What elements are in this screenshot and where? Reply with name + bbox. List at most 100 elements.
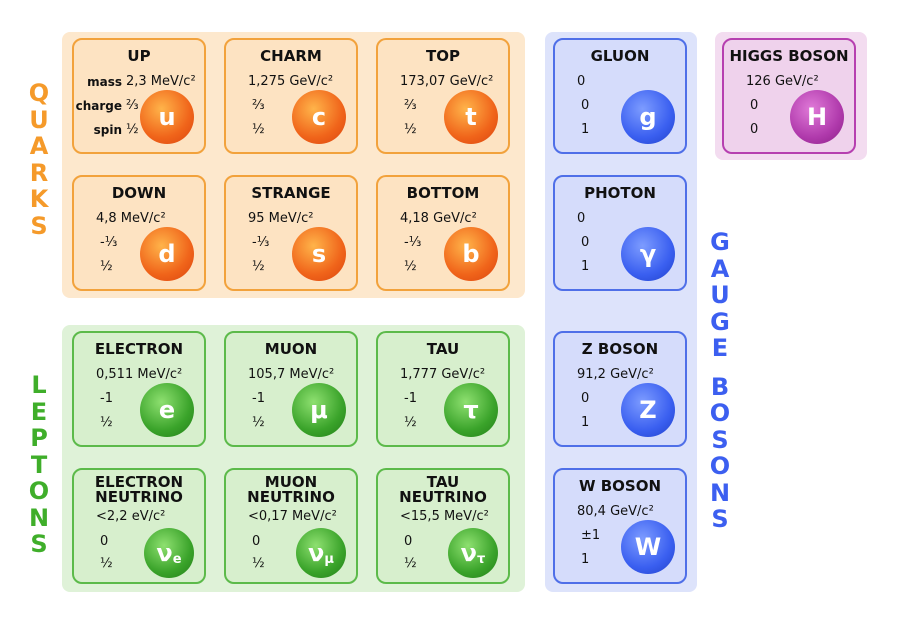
particle-name: TOP [426,47,460,65]
particle-symbol-icon: μ [292,383,346,437]
particle-name: MUON NEUTRINO [247,473,335,506]
mass-text: 126 GeV/c² [746,74,819,89]
particle-name: GLUON [590,47,650,65]
spin-text: ½ [404,122,417,137]
mass-value: 0 [577,74,585,90]
particle-symbol-icon: H [790,90,844,144]
particle-symbol-icon: c [292,90,346,144]
charge-value: -1 [252,391,265,407]
particle-name: STRANGE [251,184,331,202]
particle-symbol-icon: b [444,227,498,281]
mass-text: 105,7 MeV/c² [248,367,335,382]
symbol: u [158,103,176,131]
symbol: g [639,103,657,131]
symbol-subscript: τ [477,551,486,567]
symbol: ν [156,539,173,567]
symbol: W [634,533,662,561]
mass-text: <0,17 MeV/c² [248,509,337,524]
gauge-label-word: BOSONS [709,372,731,533]
symbol: b [462,240,480,268]
charge-text: -⅓ [100,235,118,250]
charge-value: 0 [581,98,589,114]
spin-value: ½ [252,556,265,572]
charge-text: 0 [581,235,590,250]
charge-text: 0 [252,534,261,549]
mass-value: 80,4 GeV/c² [577,504,654,520]
symbol: d [158,240,176,268]
charge-text: 0 [100,534,109,549]
mass-value: 105,7 MeV/c² [248,367,334,383]
symbol: H [806,103,828,131]
symbol-subscript: e [172,551,182,567]
charge-text: -1 [252,391,265,406]
spin-value: 1 [581,552,589,568]
mass-value: 126 GeV/c² [746,74,819,90]
particle-name: TAU NEUTRINO [399,473,487,506]
mass-label: mass [87,75,122,89]
charge-value: ⅔ [252,98,265,114]
spin-value: 1 [581,122,589,138]
symbol: t [465,103,477,131]
charge-text: -⅓ [404,235,422,250]
mass-text: 0,511 MeV/c² [96,367,183,382]
symbol: γ [639,240,657,268]
particle-symbol-icon: t [444,90,498,144]
mass-text: <2,2 eV/c² [96,509,166,524]
charge-text: 0 [750,98,759,113]
particle-symbol-icon: τ [444,383,498,437]
mass-text: 1,275 GeV/c² [248,74,334,89]
mass-value: <15,5 MeV/c² [400,509,489,525]
particle-name: W BOSON [578,477,662,495]
spin-value: ½ [252,415,265,431]
mass-value: <2,2 eV/c² [96,509,165,525]
charge-value: 0 [750,98,758,114]
mass-text: 1,777 GeV/c² [400,367,486,382]
charge-value: -⅓ [404,235,421,251]
charge-value: -⅓ [252,235,269,251]
symbol-subscript: μ [324,551,334,567]
spin-text: ½ [100,556,113,571]
spin-text: 1 [581,552,590,567]
particle-name: Z BOSON [581,340,659,358]
particle-name: TAU [426,340,460,358]
particle-name: BOTTOM [406,184,480,202]
spin-value: ½ [100,556,113,572]
charge-value: -1 [100,391,113,407]
quarks-label: QUARKS [28,79,50,240]
mass-value: 4,18 GeV/c² [400,211,477,227]
spin-value: ½ [404,556,417,572]
charge-value: 0 [100,534,108,550]
particle-symbol-icon: d [140,227,194,281]
spin-text: 0 [750,122,759,137]
charge-text: 0 [581,98,590,113]
spin-text: ½ [404,415,417,430]
spin-text: ½ [252,259,265,274]
spin-text: ½ [100,259,113,274]
mass-text: 91,2 GeV/c² [577,367,654,382]
spin-text: ½ [100,415,113,430]
particle-name: ELECTRON [94,340,184,358]
spin-text: ½ [252,122,265,137]
leptons-label: LEPTONS [28,371,50,558]
charge-value: 0 [252,534,260,550]
spin-value: 1 [581,259,589,275]
charge-value: 0 [581,391,589,407]
charge-text: ⅔ [252,98,265,113]
charge-text: -1 [100,391,113,406]
particle-name: PHOTON [584,184,656,202]
particle-name: HIGGS BOSON [729,47,849,65]
